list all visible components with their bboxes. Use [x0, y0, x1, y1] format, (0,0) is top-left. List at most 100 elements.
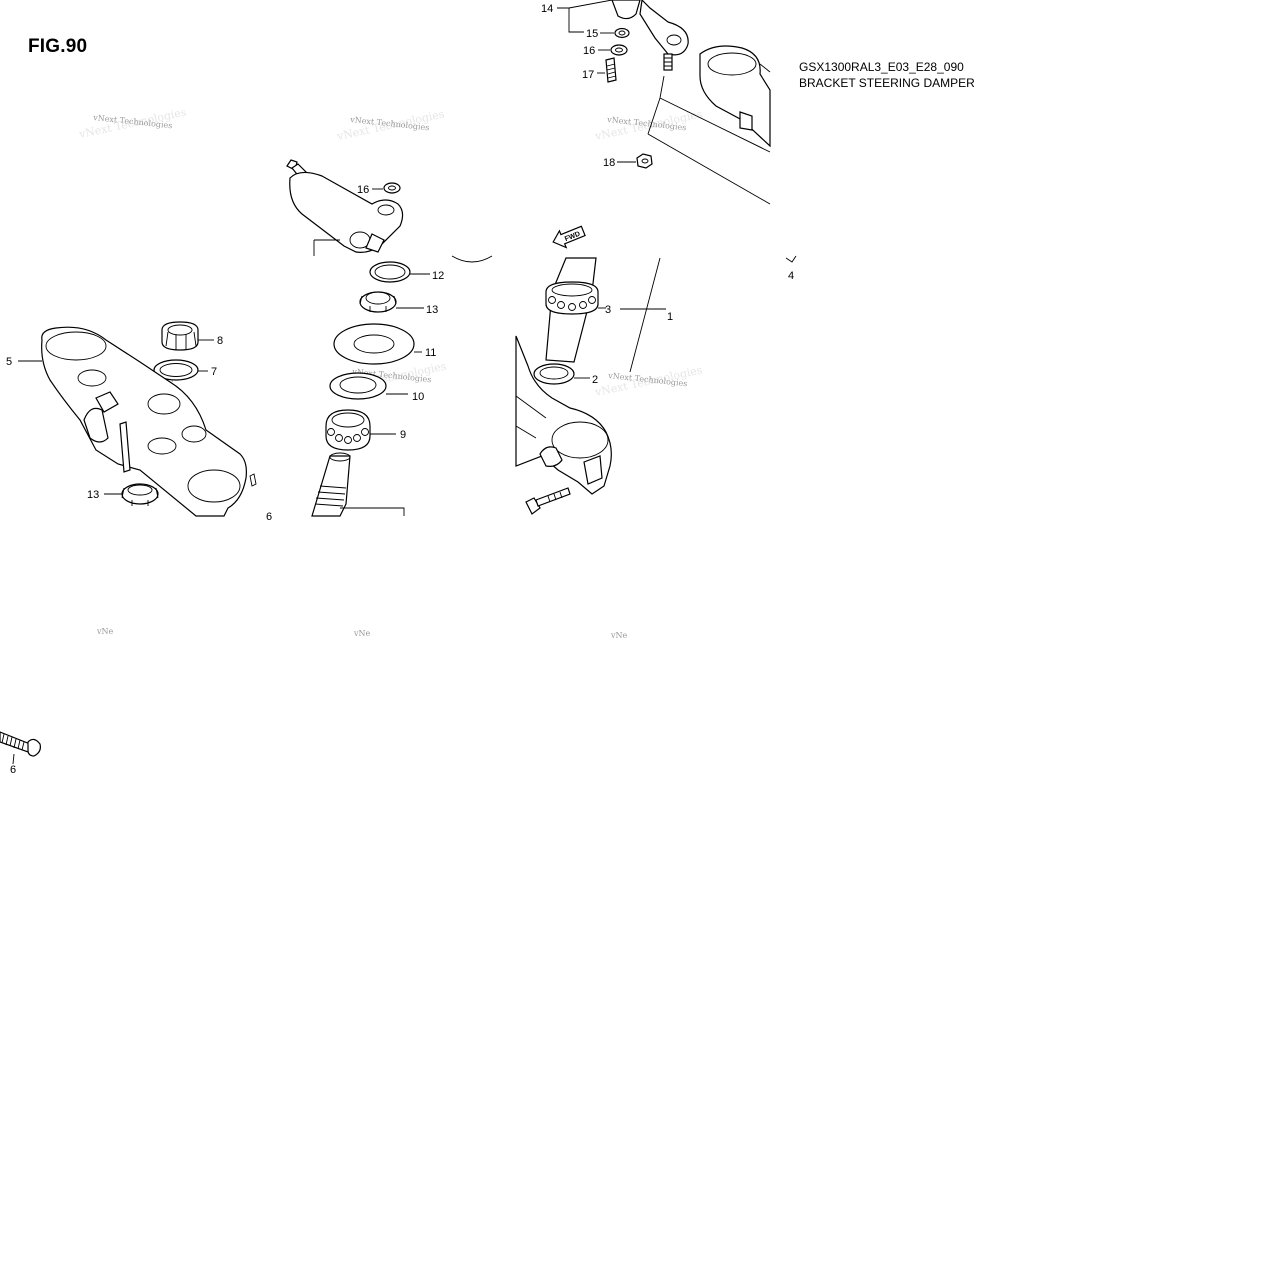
- bolt-6-head: [27, 738, 41, 757]
- dust-seal-11: [333, 323, 415, 365]
- rod-end-hole: [666, 34, 682, 46]
- bearing-9-balls: [327, 428, 369, 444]
- dust-seal-11-bore: [353, 334, 395, 354]
- nut-18: [636, 153, 653, 169]
- washer-16-mid: [383, 182, 401, 194]
- stem-top: [329, 452, 351, 462]
- damper-mount-hole: [377, 204, 395, 216]
- figure-name: BRACKET STEERING DAMPER: [799, 76, 975, 90]
- callout-13-left: 13: [87, 489, 99, 501]
- bracket-bolt-head: [525, 497, 541, 515]
- bolt-6-group: [0, 731, 41, 765]
- bracket-bore-left: [45, 331, 107, 361]
- washer-7-inner: [159, 363, 193, 377]
- figure-title: FIG.90: [28, 36, 88, 57]
- bracket-tab: [739, 111, 753, 131]
- lower-bracket-fork-bore: [551, 421, 609, 459]
- callout-3: 3: [605, 304, 611, 316]
- assembly-line-a: [659, 97, 771, 153]
- callout-4: 4: [788, 270, 794, 282]
- lower-bracket-group: FWD: [515, 225, 666, 515]
- bracket-edge: [759, 63, 771, 73]
- stud-thread: [664, 57, 672, 67]
- steering-damper-unit: [286, 159, 493, 263]
- race-2-inner: [539, 366, 569, 380]
- bracket-bolt-thread: [547, 491, 563, 503]
- nut-13-left-notches: [121, 487, 159, 506]
- seal-10-bore: [339, 376, 377, 394]
- leader-14b: [568, 0, 613, 9]
- bearing-3: [545, 281, 599, 315]
- fwd-arrow-shape: [552, 225, 586, 249]
- rod-end-eye: [639, 0, 689, 56]
- callout-11: 11: [425, 347, 436, 359]
- nut-13-stem: [359, 291, 397, 313]
- callout-labels: 14 15 16 17 18 16 12 13 11 10 9 8 7 5 13…: [6, 3, 794, 776]
- callout-16-top: 16: [583, 45, 595, 57]
- bracket-bore-lower: [147, 437, 177, 455]
- damper-pivot-pin: [365, 233, 385, 253]
- leader-6: [12, 753, 15, 765]
- figure-code: GSX1300RAL3_E03_E28_090: [799, 60, 964, 74]
- washer-15-hole: [618, 30, 626, 36]
- fwd-arrow: FWD: [552, 225, 586, 249]
- callout-13-stem: 13: [426, 304, 438, 316]
- bracket-bolt-shank: [535, 487, 571, 507]
- watermark-fragment: vNe: [96, 627, 114, 636]
- lower-bracket-pinch: [583, 455, 603, 485]
- nut-13-stem-bore: [365, 291, 391, 305]
- damper-rod-end-group: [605, 0, 771, 169]
- bracket-bore-mid: [77, 369, 107, 387]
- assembly-line-b: [647, 133, 771, 205]
- figure-info: GSX1300RAL3_E03_E28_090 BRACKET STEERING…: [799, 59, 975, 91]
- stem-parts: [311, 261, 430, 517]
- bearing-9: [325, 409, 371, 451]
- nut-18-hole: [641, 158, 649, 164]
- arc-fragment: [451, 255, 493, 263]
- callout-6: 6: [10, 764, 16, 776]
- washer-16-top-hole: [615, 47, 623, 53]
- lower-bracket-edges: [515, 395, 547, 439]
- bearing-9-race: [331, 412, 365, 428]
- nut-13-stem-notches: [359, 295, 397, 312]
- callout-14: 14: [541, 3, 553, 15]
- callout-5: 5: [6, 356, 12, 368]
- watermark-fragment: vNe: [610, 631, 628, 640]
- top-leaders: [557, 0, 797, 263]
- callout-6-partial: 6: [266, 511, 272, 523]
- washer-16-mid-hole: [388, 185, 396, 191]
- stem-nut-8-top: [167, 324, 193, 336]
- callout-12: 12: [432, 270, 444, 282]
- washer-16-top: [610, 44, 628, 56]
- stem-nut-8-flats: [165, 331, 197, 350]
- damper-bracket: [699, 45, 771, 148]
- callout-16-mid: 16: [357, 184, 369, 196]
- bolt-17-thread: [606, 63, 617, 79]
- washer-12-inner: [374, 264, 406, 280]
- watermark-fragment: vNe: [353, 629, 371, 638]
- callout-1: 1: [667, 311, 673, 323]
- stem-thread: [314, 485, 347, 507]
- bracket-clip: [83, 407, 109, 443]
- leader-1a: [629, 257, 661, 373]
- bearing-3-race: [551, 283, 593, 297]
- callout-9: 9: [400, 429, 406, 441]
- bracket-edge-bolt: [249, 473, 257, 487]
- bracket-post: [119, 421, 131, 473]
- steering-stem-shaft: [311, 455, 351, 517]
- leader-14: [557, 7, 584, 33]
- callout-15: 15: [586, 28, 598, 40]
- damper-body-end: [611, 0, 641, 20]
- callout-2: 2: [592, 374, 598, 386]
- washer-15: [614, 27, 630, 39]
- bracket-bore-fork: [187, 469, 241, 503]
- bracket-bore-right: [181, 425, 207, 443]
- callout-8: 8: [217, 335, 223, 347]
- callout-10: 10: [412, 391, 424, 403]
- leader-damper: [313, 239, 340, 256]
- stem-nut-8: [161, 321, 199, 351]
- callout-17: 17: [582, 69, 594, 81]
- leader-stem: [340, 507, 405, 516]
- callout-7: 7: [211, 366, 217, 378]
